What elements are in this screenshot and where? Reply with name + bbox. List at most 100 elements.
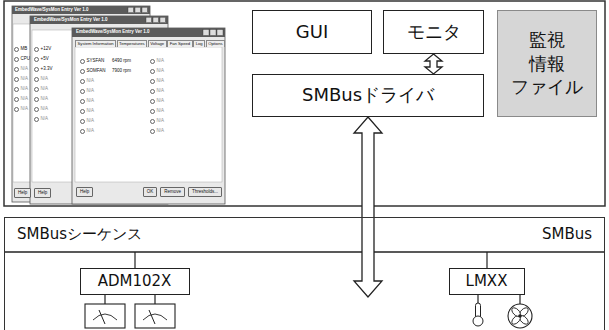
screen-text: Temperatures xyxy=(117,40,148,47)
screen-row: MBCPUN/AN/AN/AN/AN/A xyxy=(14,44,30,114)
screen-text: Help xyxy=(34,188,51,198)
meter-body xyxy=(135,304,175,328)
node-text: 監視 情報 ファイル xyxy=(510,28,584,98)
fan-symbol xyxy=(508,304,532,328)
window-frame xyxy=(72,28,225,204)
chip-box: LMXX xyxy=(449,268,525,295)
screen-row: SYSFANSOMFANN/AN/AN/AN/AN/AN/A xyxy=(80,56,106,136)
screen-text: Log xyxy=(193,40,205,47)
window-control xyxy=(203,30,209,36)
bus-panel: SMBusシーケンス SMBusADM102X LMXX xyxy=(4,217,605,330)
node-text: ADM102X xyxy=(98,272,172,291)
meter-symbol xyxy=(85,304,125,328)
screen-text: 6490 rpm xyxy=(112,56,131,66)
fan-blade xyxy=(510,306,522,318)
screen-text: N/A xyxy=(34,74,52,84)
sensor-wire xyxy=(477,295,478,303)
window-pane xyxy=(75,47,222,182)
screen-row: EmbedWave/SysMon Entry Ver 1.0 xyxy=(15,8,89,13)
screen-text: +3.3V xyxy=(34,64,52,74)
window-control xyxy=(142,7,148,13)
screen-row: N/AN/AN/AN/AN/AN/AN/AN/A xyxy=(150,56,164,136)
screen-row: Help xyxy=(34,188,51,198)
screen-text: N/A xyxy=(14,84,30,94)
screen-text: N/A xyxy=(150,66,164,76)
screen-text: EmbedWave/SysMon Entry Ver 1.0 xyxy=(34,18,108,23)
window-control xyxy=(135,7,141,13)
node-text: SMBus xyxy=(542,225,592,244)
screen-row: +12V+5V+3.3VN/AN/AN/AN/AN/A xyxy=(34,44,52,124)
screen-text: N/A xyxy=(80,126,106,136)
title-bar xyxy=(72,28,225,37)
window-control xyxy=(153,17,159,23)
thermometer-bulb xyxy=(473,316,483,326)
node-text: SMBusシーケンス xyxy=(17,225,142,244)
screen-text: N/A xyxy=(150,76,164,86)
screen-text: N/A xyxy=(34,114,52,124)
screen-text: Remove xyxy=(160,187,185,197)
screen-text: +5V xyxy=(34,54,52,64)
screen-text: N/A xyxy=(80,76,106,86)
screen-text: Options xyxy=(206,40,225,47)
screen-text: N/A xyxy=(34,84,52,94)
process-box: モニタ xyxy=(383,10,484,54)
screen-text: CPU xyxy=(14,54,30,64)
chip-box: ADM102X xyxy=(80,268,190,295)
process-box: GUI xyxy=(252,10,372,54)
meter-needle xyxy=(149,310,155,324)
window-control xyxy=(146,17,152,23)
window-control xyxy=(128,7,134,13)
screen-text: N/A xyxy=(14,74,30,84)
screen-row: 6490 rpm7900 rpm xyxy=(112,56,131,76)
meter-body xyxy=(85,304,125,328)
meter-scale xyxy=(143,314,167,320)
window-control xyxy=(160,17,166,23)
node-text: モニタ xyxy=(407,21,461,44)
software-panel xyxy=(4,1,605,206)
screen-row: EmbedWave/SysMon Entry Ver 1.0 xyxy=(76,30,150,35)
bus-stub xyxy=(486,252,487,268)
screen-text: N/A xyxy=(14,104,30,114)
screen-text: N/A xyxy=(80,96,106,106)
title-bar xyxy=(12,6,150,14)
window-control xyxy=(217,30,223,36)
screen-text: Voltage xyxy=(148,40,167,47)
screen-text: N/A xyxy=(34,94,52,104)
screen-text: SYSFAN xyxy=(80,56,106,66)
screen-row: EmbedWave/SysMon Entry Ver 1.0 xyxy=(34,18,108,23)
screen-text: N/A xyxy=(80,106,106,116)
screen-text: +12V xyxy=(34,44,52,54)
screen-text: Fan Speed xyxy=(167,40,193,47)
sensor-wire xyxy=(519,295,520,304)
node-text: SMBusドライバ xyxy=(302,84,434,107)
bus-stub xyxy=(134,252,135,268)
meter-scale xyxy=(93,314,117,320)
screen-text: MB xyxy=(14,44,30,54)
app-window xyxy=(72,28,225,204)
fan-ring xyxy=(508,304,532,328)
screen-text: System Information xyxy=(75,40,116,47)
hollow-arrow xyxy=(354,117,382,297)
screen-text: EmbedWave/SysMon Entry Ver 1.0 xyxy=(15,8,89,13)
meter-needle xyxy=(99,310,105,324)
file-box: 監視 情報 ファイル xyxy=(497,10,597,117)
screen-text: EmbedWave/SysMon Entry Ver 1.0 xyxy=(76,30,150,35)
screen-text: N/A xyxy=(150,116,164,126)
sensor-wire xyxy=(104,295,105,304)
screen-text: N/A xyxy=(150,56,164,66)
screen-text: N/A xyxy=(14,64,30,74)
driver-box: SMBusドライバ xyxy=(252,74,484,117)
node-text: LMXX xyxy=(466,272,508,291)
meter-symbol xyxy=(135,304,175,328)
screen-row: Help xyxy=(14,188,31,198)
screen-text: Thresholds... xyxy=(188,187,222,197)
screen-text: N/A xyxy=(150,106,164,116)
screen-text: N/A xyxy=(150,96,164,106)
screen-text: SOMFAN xyxy=(80,66,106,76)
fan-hub xyxy=(518,314,522,318)
screen-text: OK xyxy=(143,187,158,197)
screen-text: Help xyxy=(14,188,31,198)
screen-text: N/A xyxy=(14,94,30,104)
screen-text: N/A xyxy=(34,104,52,114)
